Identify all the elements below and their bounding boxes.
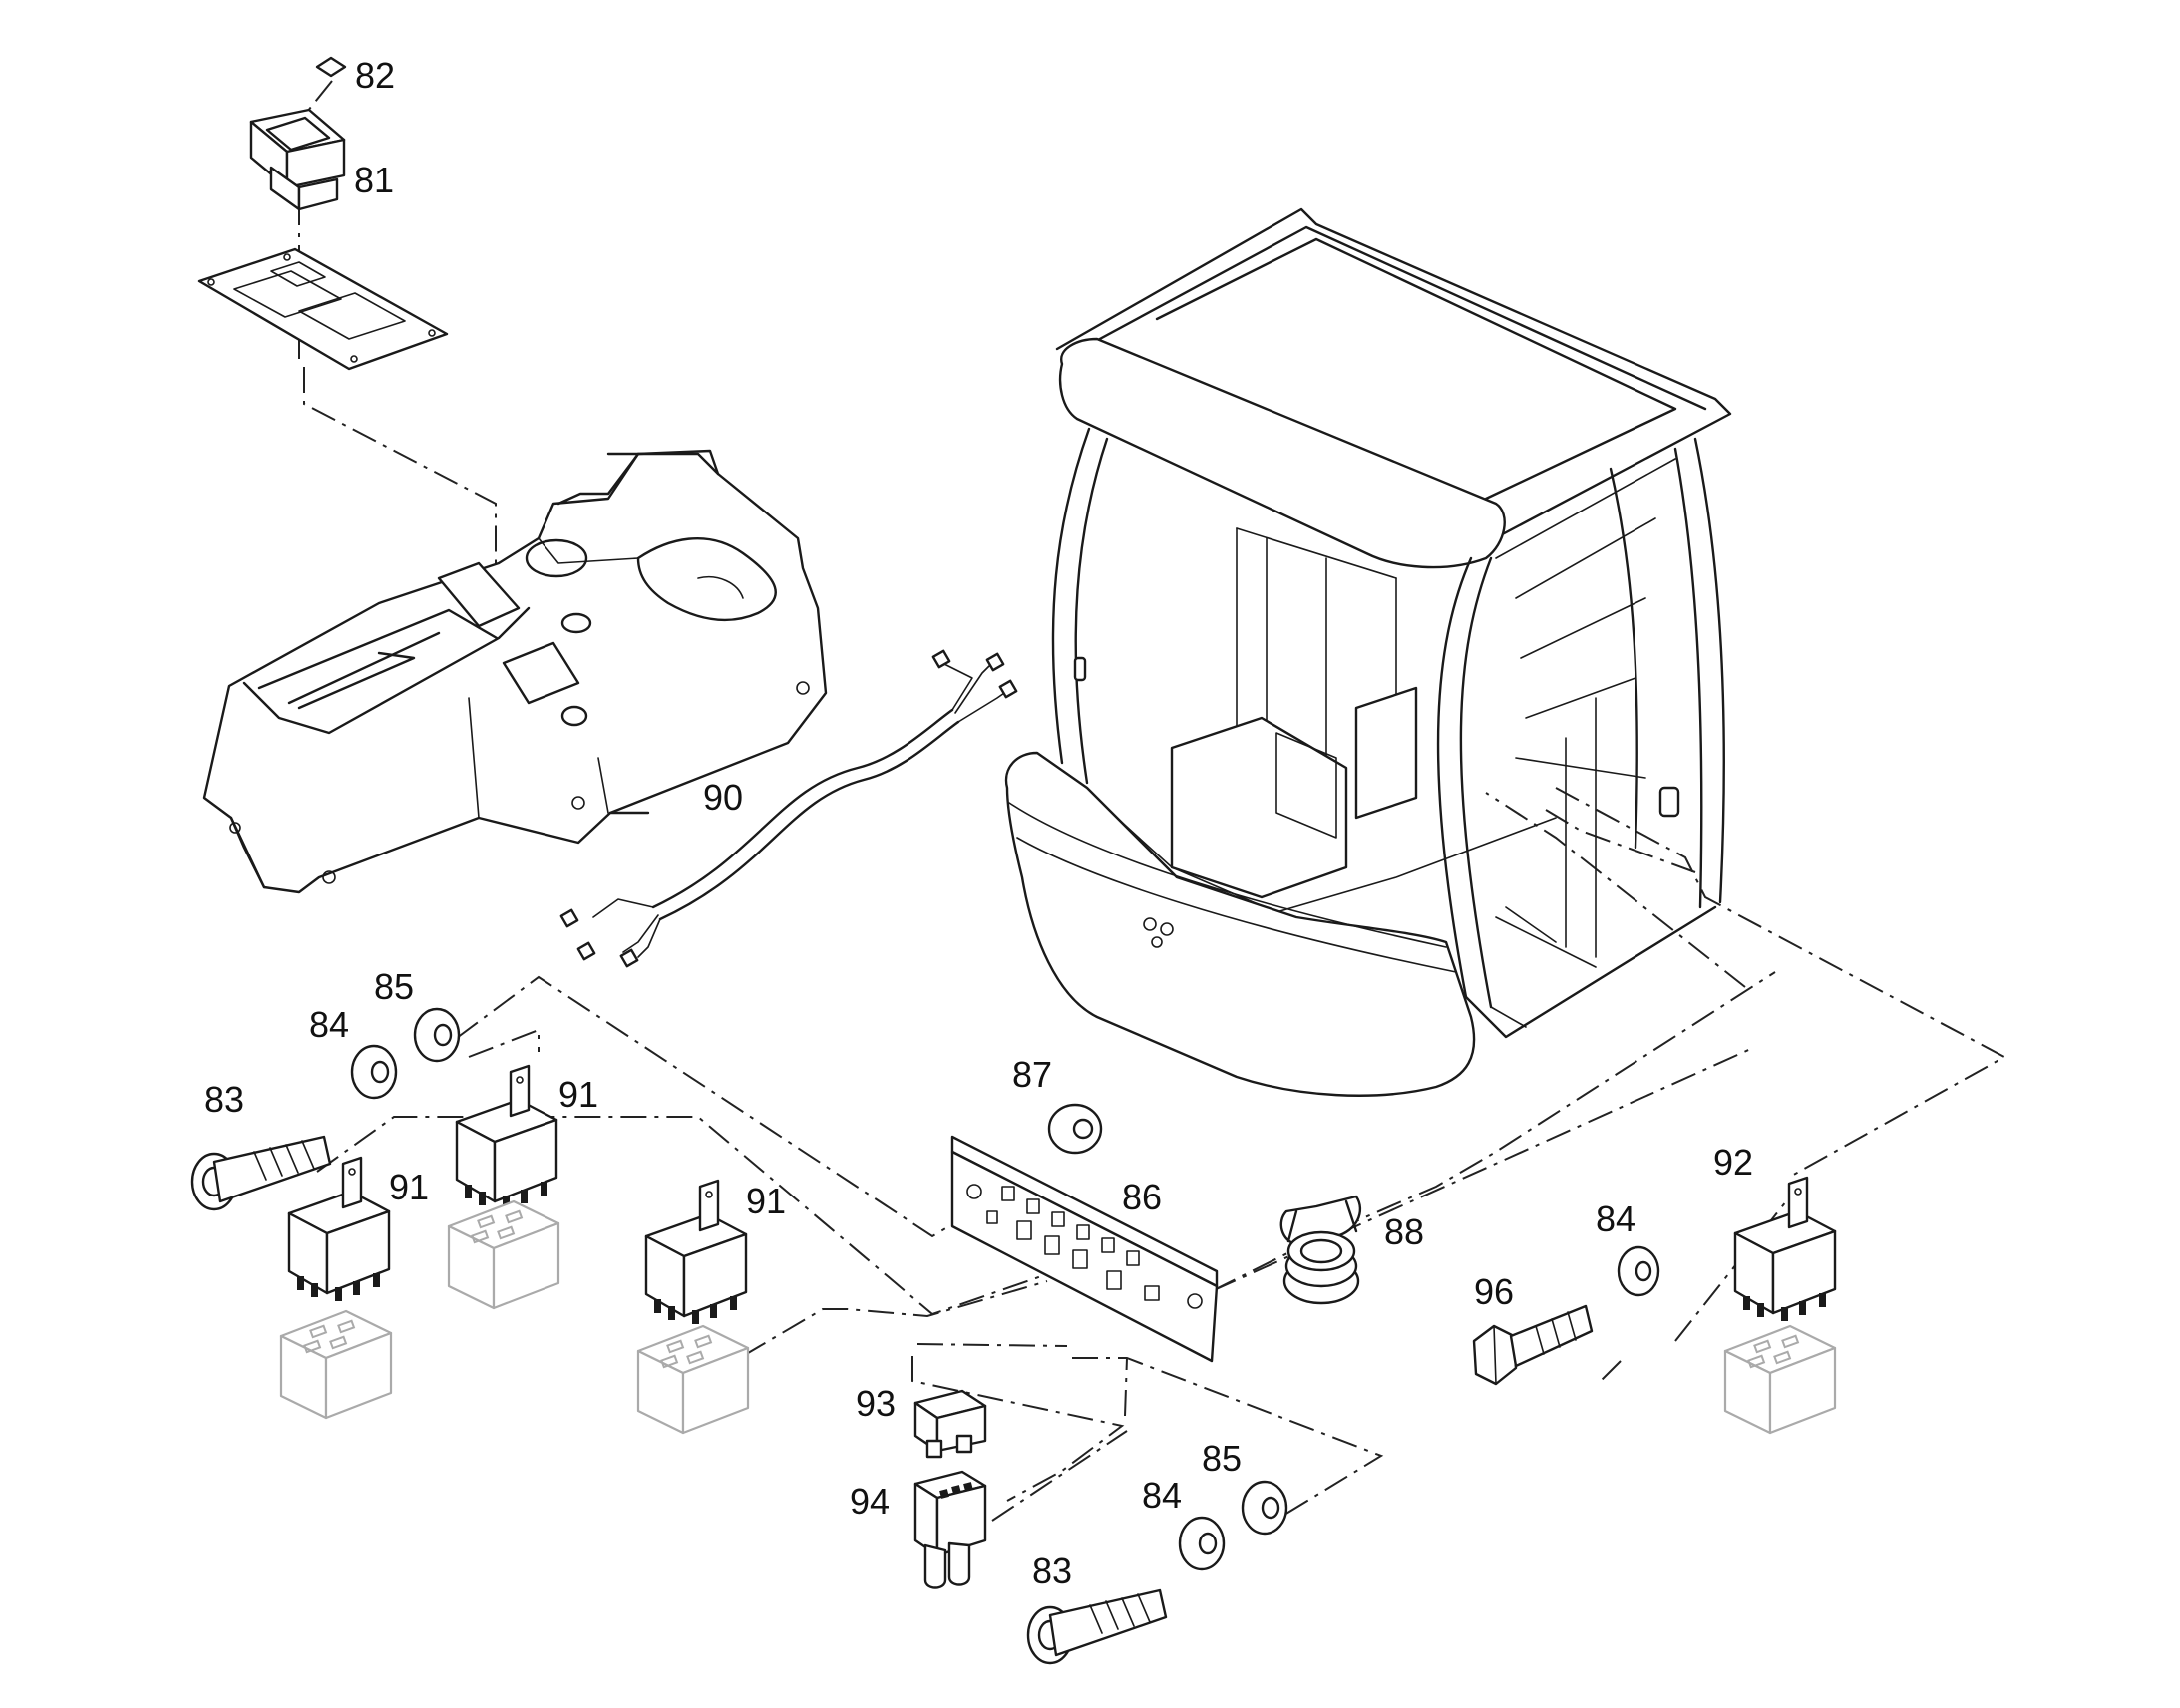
callout-87: 87 (1012, 1054, 1052, 1095)
relay-socket-middle (636, 1324, 750, 1435)
relay-socket-right (1723, 1324, 1837, 1435)
switch-mounting-plate (197, 247, 449, 371)
callout-84-lower: 84 (1142, 1475, 1182, 1516)
part-86-relay-plate (950, 1135, 1219, 1363)
part-90-wiring-harness (559, 649, 1018, 968)
callout-86: 86 (1122, 1177, 1162, 1217)
part-91-relay-left (287, 1156, 391, 1303)
part-82-switch-cap (315, 56, 347, 78)
part-88-cable-clamp (1279, 1195, 1362, 1305)
part-81-rocker-switch (249, 108, 346, 211)
callout-85-lower: 85 (1202, 1438, 1242, 1479)
callout-85-upper: 85 (374, 966, 414, 1007)
part-83-capscrew-lower (1026, 1588, 1168, 1665)
part-96-hex-bolt (1472, 1304, 1594, 1386)
part-85-washer-lower (1241, 1480, 1288, 1536)
callout-82: 82 (355, 55, 395, 96)
part-92-relay (1733, 1176, 1837, 1323)
part-85-washer-upper (413, 1007, 461, 1063)
relay-socket-left (279, 1309, 393, 1420)
callout-91-left: 91 (389, 1167, 429, 1207)
callout-88: 88 (1384, 1211, 1424, 1252)
callout-labels: 82 81 90 85 84 83 91 91 91 87 86 88 92 8… (204, 55, 1753, 1591)
part-84-washer-upper (350, 1044, 398, 1100)
callout-83-upper: 83 (204, 1079, 244, 1120)
callout-93: 93 (856, 1383, 896, 1424)
part-84-washer-right (1617, 1245, 1660, 1297)
callout-94: 94 (850, 1481, 890, 1522)
part-91-relay-middle (644, 1179, 748, 1326)
callout-84-right: 84 (1596, 1198, 1635, 1239)
part-87-grommet (1047, 1103, 1103, 1155)
part-93-blade-fuse (913, 1389, 987, 1459)
callout-81: 81 (354, 160, 394, 200)
callout-92: 92 (1713, 1142, 1753, 1183)
part-91-relay-upper (455, 1064, 558, 1211)
relay-socket-upper (447, 1199, 560, 1310)
part-84-washer-lower (1178, 1516, 1226, 1571)
part-94-fuse-holder (913, 1470, 987, 1589)
operator-cab (1004, 207, 1732, 1097)
callout-91-middle: 91 (746, 1181, 786, 1221)
callout-83-lower: 83 (1032, 1550, 1072, 1591)
part-83-capscrew-upper (190, 1135, 332, 1211)
callout-90: 90 (703, 777, 743, 818)
callout-96: 96 (1474, 1271, 1514, 1312)
callout-91-upper: 91 (558, 1074, 598, 1115)
cab-side-console (202, 449, 828, 894)
callout-84-upper: 84 (309, 1004, 349, 1045)
